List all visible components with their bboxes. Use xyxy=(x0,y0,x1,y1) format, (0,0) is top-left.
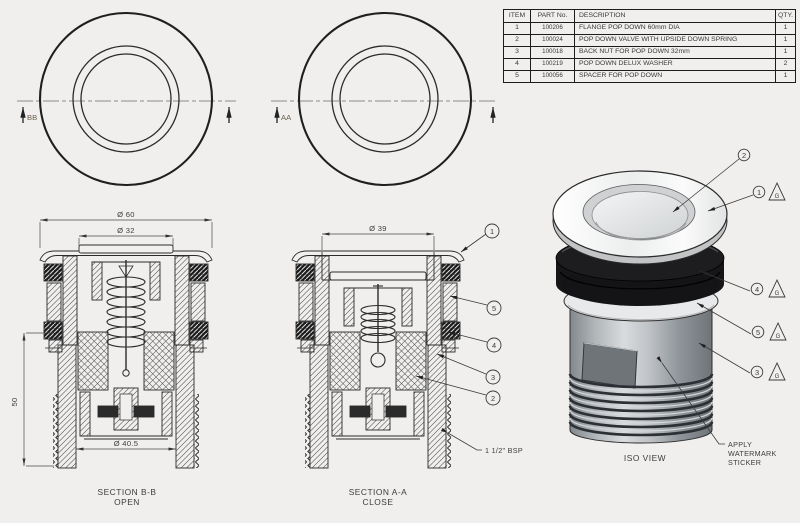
thread-size-note: 1 1/2" BSP xyxy=(485,446,523,455)
dimensions-aa xyxy=(321,232,435,250)
iso-body xyxy=(569,299,713,444)
iso-view-title: ISO VIEW xyxy=(624,453,666,463)
bom-row: 1 100206 FLANGE POP DOWN 60mm DIA 1 xyxy=(503,22,796,35)
callout-leaders-iso xyxy=(656,158,754,445)
inspection-flag-5: G xyxy=(776,334,781,340)
spring-compressed xyxy=(360,304,396,344)
iso-balloon-2: 2 xyxy=(742,151,746,160)
section-indicator-bb: BB xyxy=(27,113,37,122)
svg-text:STICKER: STICKER xyxy=(728,458,761,467)
section-aa-state: CLOSE xyxy=(363,497,394,507)
dimensions-bb xyxy=(22,218,213,467)
section-bb-view: Ø 60 Ø 32 Ø 40.5 50 SECTION B-B OPEN xyxy=(10,210,213,507)
section-aa-view: Ø 39 1 5 4 3 2 1 1/2" BSP SECTION A-A CL… xyxy=(291,223,523,507)
section-bb-state: OPEN xyxy=(114,497,140,507)
inspection-flag-1: G xyxy=(775,194,780,200)
balloon-3: 3 xyxy=(491,373,495,382)
watermark-note: APPLY WATERMARK STICKER xyxy=(728,440,777,467)
dim-top-39: Ø 39 xyxy=(369,224,387,233)
iso-button xyxy=(591,191,689,239)
balloon-5: 5 xyxy=(492,304,496,313)
col-qty: QTY. xyxy=(775,9,796,23)
iso-view: 2 1 G 4 G 5 G 3 G APPLY WATERMARK STICKE… xyxy=(552,148,787,467)
section-aa-title: SECTION A-A xyxy=(349,487,408,497)
dim-thread-405: Ø 40.5 xyxy=(114,439,139,448)
bom-row: 2 100024 POP DOWN VALVE WITH UPSIDE DOWN… xyxy=(503,34,796,47)
iso-flange xyxy=(552,170,728,265)
iso-balloon-1: 1 xyxy=(757,188,761,197)
callout-leaders-aa xyxy=(415,233,488,451)
svg-text:WATERMARK: WATERMARK xyxy=(728,449,777,458)
bom-table: ITEM PART No. DESCRIPTION QTY. 1 100206 … xyxy=(503,9,796,83)
balloon-4: 4 xyxy=(492,341,496,350)
balloon-2: 2 xyxy=(491,394,495,403)
section-indicator-aa: AA xyxy=(281,113,292,122)
callout-balloons-iso: 2 1 G 4 G 5 G 3 G xyxy=(737,148,787,381)
col-description: DESCRIPTION xyxy=(574,9,776,23)
dim-height-50: 50 xyxy=(10,397,19,406)
iso-balloon-4: 4 xyxy=(755,285,759,294)
iso-balloon-5: 5 xyxy=(756,328,760,337)
bom-header-row: ITEM PART No. DESCRIPTION QTY. xyxy=(503,9,796,23)
svg-text:APPLY: APPLY xyxy=(728,440,752,449)
top-view-bb: BB xyxy=(17,11,236,187)
callout-balloons-aa: 1 5 4 3 2 xyxy=(484,223,502,406)
bom-row: 5 100056 SPACER FOR POP DOWN 1 xyxy=(503,70,796,83)
bom-row: 4 100219 POP DOWN DELUX WASHER 2 xyxy=(503,58,796,71)
col-part-no: PART No. xyxy=(530,9,575,23)
inspection-flag-3: G xyxy=(775,374,780,380)
top-view-aa: AA xyxy=(271,11,498,187)
inspection-flag-4: G xyxy=(775,291,780,297)
section-bb-title: SECTION B-B xyxy=(97,487,156,497)
col-item: ITEM xyxy=(503,9,531,23)
balloon-1: 1 xyxy=(490,227,494,236)
iso-threads xyxy=(568,373,714,437)
spring-open xyxy=(106,276,146,348)
dim-flange-60: Ø 60 xyxy=(117,210,135,219)
dim-button-32: Ø 32 xyxy=(117,226,135,235)
iso-balloon-3: 3 xyxy=(755,368,759,377)
bom-row: 3 100018 BACK NUT FOR POP DOWN 32mm 1 xyxy=(503,46,796,59)
